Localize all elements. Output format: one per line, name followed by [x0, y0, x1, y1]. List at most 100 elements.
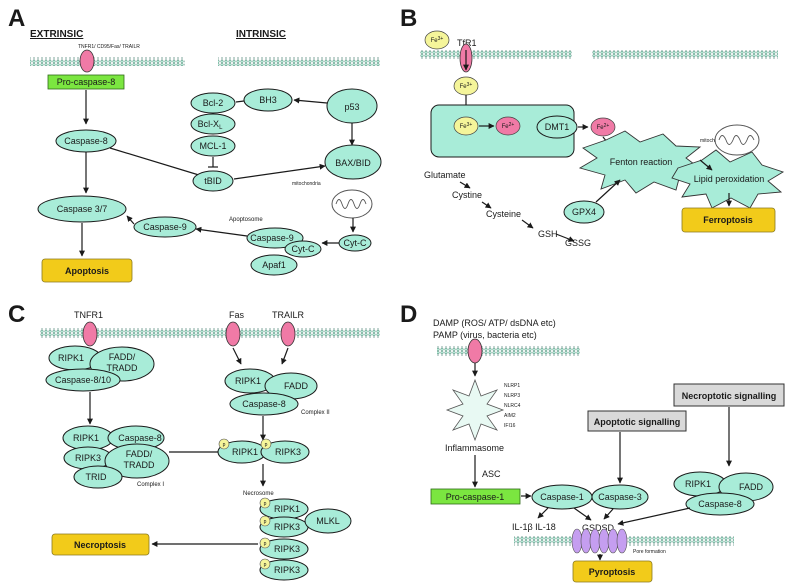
tnfr1-label: TNFR1	[74, 310, 103, 320]
fadd-tradd-c-node	[104, 443, 170, 479]
apoptotic-box	[587, 410, 687, 432]
gsh-label: GSH	[538, 229, 558, 239]
receptors-label: TNFR1/ CD95/Fas/ TRAILR	[78, 44, 140, 50]
fadd-tradd-c-label-2: TRADD	[124, 460, 155, 470]
trailr-label: TRAILR	[272, 310, 305, 320]
fe3-mid-label: Fe3+	[460, 82, 473, 90]
bh3-bcl2-link	[235, 100, 245, 103]
mitochondria-b-icon	[714, 124, 760, 156]
panel-letter-a: A	[8, 5, 25, 32]
caspase37-label: Caspase 3/7	[57, 204, 108, 214]
mcl1-label: MCL-1	[199, 141, 226, 151]
caspase8-d-panel-node	[685, 492, 755, 516]
arrow-cysteine-gsh	[521, 219, 534, 229]
cytc1-label: Cyt-C	[292, 244, 315, 254]
bcl2-label: Bcl-2	[203, 98, 224, 108]
pyroptosis-label: Pyroptosis	[589, 567, 636, 577]
pore-label: Pore formation	[633, 549, 666, 555]
phospho-e2-marker	[259, 515, 271, 527]
caspase8-d-panel-label: Caspase-8	[698, 499, 742, 509]
phospho-f-label: p	[264, 541, 267, 547]
ripk1-a-label: RIPK1	[58, 353, 84, 363]
arrow-gpx4-fenton	[595, 179, 621, 203]
gpx4-node	[563, 200, 605, 224]
pore-complex	[571, 528, 628, 554]
membrane-a-right	[218, 57, 380, 66]
arrow-fenton-lipid	[699, 159, 713, 171]
mcl1-node	[190, 135, 236, 157]
pro-caspase1-box	[430, 488, 521, 505]
arrow-c1-il	[537, 507, 549, 519]
fenton-label: Fenton reaction	[610, 157, 673, 167]
fe2-outside-node	[590, 117, 616, 137]
fadd-tradd-c-label-1: FADD/	[126, 449, 153, 459]
gpx4-label: GPX4	[572, 207, 596, 217]
gssg-label: GSSG	[565, 238, 591, 248]
apoptosis-label: Apoptosis	[65, 266, 109, 276]
ferroptosis-box	[681, 207, 776, 233]
death-receptor-a	[79, 49, 95, 73]
caspase37-node	[37, 195, 127, 223]
apoptosis-box	[41, 258, 133, 283]
ripk1-d-panel-label: RIPK1	[685, 479, 711, 489]
caspase9-node	[246, 227, 304, 249]
arrow-tbid-baxbid	[233, 163, 326, 180]
phospho-d1-label: p	[223, 442, 226, 448]
membrane-d-top	[437, 346, 580, 356]
panel-c: C TNFR1 Fas TRAILR RIPK1 FADD/ TRADD Cas…	[8, 301, 380, 581]
nlr-3: NLRC4	[504, 403, 521, 409]
pyroptosis-box	[572, 560, 653, 583]
apaf1-node	[250, 254, 298, 276]
caspase9-left-node	[133, 216, 197, 238]
fadd-tradd-a-label-1: FADD/	[109, 352, 136, 362]
panel-b: B Fe3+ TfR1 Fe3+ Fe3+ Fe2+ DMT1 Fe2+ mit…	[400, 5, 785, 248]
fe3-inside-node	[453, 116, 479, 136]
tnfr1-receptor	[82, 321, 98, 347]
apaf1-label: Apaf1	[262, 260, 286, 270]
lipid-label: Lipid peroxidation	[694, 174, 765, 184]
caspase8-b-label: Caspase-8	[242, 399, 286, 409]
intrinsic-heading: INTRINSIC	[236, 29, 286, 40]
phospho-e1-marker	[259, 497, 271, 509]
phospho-e2-label: p	[264, 519, 267, 525]
ripk3-f-label: RIPK3	[274, 544, 300, 554]
bh3-node	[243, 88, 293, 112]
arrow-p53-bh3	[293, 97, 328, 104]
necroptosis-box	[51, 533, 150, 556]
panel-letter-b: B	[400, 5, 417, 32]
lipid-burst	[671, 149, 785, 209]
inflammasome-label: Inflammasome	[445, 443, 504, 453]
arrow-c3-gsdsd	[603, 508, 614, 520]
baxbid-label: BAX/BID	[335, 158, 371, 168]
nlr-1: NLRP1	[504, 383, 520, 389]
tbid-node	[192, 170, 234, 192]
caspase1-label: Caspase-1	[540, 492, 584, 502]
gsdsd-label: GSDSD	[582, 523, 615, 533]
trid-node	[73, 465, 123, 489]
prr-receptor	[467, 338, 483, 364]
ripk3-e-label: RIPK3	[274, 522, 300, 532]
bh3-label: BH3	[259, 95, 277, 105]
arrow-trailr-down	[281, 347, 289, 365]
tfr1-label: TfR1	[457, 38, 477, 48]
arrow-c8-gsdsd	[617, 507, 691, 526]
extrinsic-heading: EXTRINSIC	[30, 29, 83, 40]
necroptotic-label: Necroptotic signalling	[682, 391, 777, 401]
pro-caspase8-box	[47, 74, 125, 90]
nlr-4: AIM2	[504, 413, 516, 419]
membrane-a-left	[30, 57, 185, 66]
apoptosome-label: Apoptosome	[229, 217, 263, 223]
fadd-b-label: FADD	[284, 381, 309, 391]
panel-d: D DAMP (ROS/ ATP/ dsDNA etc) PAMP (virus…	[400, 301, 785, 583]
asc-label: ASC	[482, 469, 501, 479]
cystine-label: Cystine	[452, 190, 482, 200]
arrow-glutamate-cystine	[459, 181, 471, 189]
membrane-b-left	[420, 50, 572, 59]
necroptotic-box	[673, 383, 785, 407]
arrow-fas-down	[232, 347, 242, 365]
ripk3-g-label: RIPK3	[274, 565, 300, 575]
mlkl-label: MLKL	[316, 516, 340, 526]
ripk1-c-label: RIPK1	[73, 433, 99, 443]
damp-label: DAMP (ROS/ ATP/ dsDNA etc)	[433, 318, 556, 328]
arrow-cystine-cysteine	[481, 201, 492, 209]
